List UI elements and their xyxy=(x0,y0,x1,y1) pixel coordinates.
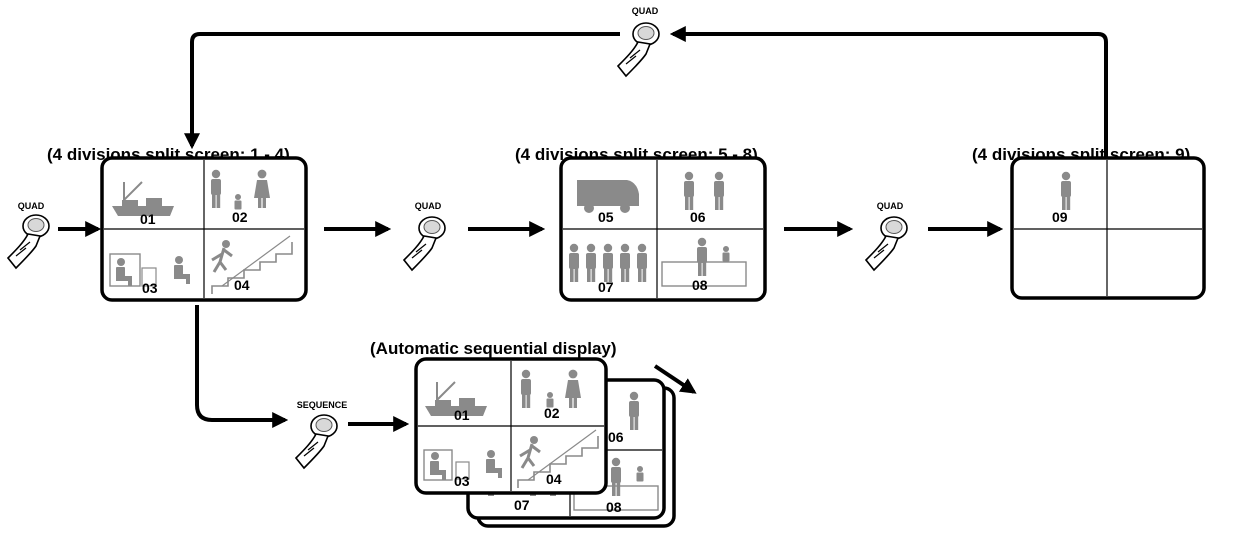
channel-06: 06 xyxy=(690,209,706,225)
screen-c: 09 xyxy=(1010,156,1206,300)
hand-press-icon xyxy=(295,414,338,469)
channel-01: 01 xyxy=(140,211,156,227)
quad-button-label: QUAD xyxy=(415,201,442,211)
running-person-icon xyxy=(211,247,233,273)
child-icon xyxy=(636,466,644,482)
hand-press-icon xyxy=(617,22,660,77)
channel-08: 08 xyxy=(606,499,622,515)
quad-button-mid1[interactable]: QUAD xyxy=(403,201,446,271)
channel-02: 02 xyxy=(232,209,248,225)
hand-press-icon xyxy=(865,216,908,271)
sequence-button-label: SEQUENCE xyxy=(297,400,348,410)
channel-07: 07 xyxy=(514,497,530,513)
channel-04: 04 xyxy=(546,471,562,487)
quad-button-label: QUAD xyxy=(877,201,904,211)
quad-button-top[interactable]: QUAD xyxy=(617,6,660,77)
caption-sequence: (Automatic sequential display) xyxy=(370,339,617,358)
hand-press-icon xyxy=(403,216,446,271)
channel-04: 04 xyxy=(234,277,250,293)
channel-05: 05 xyxy=(598,209,614,225)
quad-button-label: QUAD xyxy=(18,201,45,211)
channel-07: 07 xyxy=(598,279,614,295)
quad-button-left[interactable]: QUAD xyxy=(7,201,50,269)
channel-03: 03 xyxy=(142,280,158,296)
quad-button-mid2[interactable]: QUAD xyxy=(865,201,908,271)
running-person-icon xyxy=(519,443,541,469)
channel-08: 08 xyxy=(692,277,708,293)
channel-09: 09 xyxy=(1052,209,1068,225)
channel-06: 06 xyxy=(608,429,624,445)
channel-01: 01 xyxy=(454,407,470,423)
screen-a: 01 02 03 04 xyxy=(100,156,308,302)
flow-arrows xyxy=(58,26,1108,432)
sequence-stack: 06 08 07 01 02 03 04 xyxy=(414,357,676,528)
quad-button-label: QUAD xyxy=(632,6,659,16)
channel-03: 03 xyxy=(454,473,470,489)
screen-b: 05 06 07 08 xyxy=(559,156,767,302)
hand-press-icon xyxy=(7,214,50,269)
child-icon xyxy=(722,246,730,262)
channel-02: 02 xyxy=(544,405,560,421)
sequence-button[interactable]: SEQUENCE xyxy=(295,400,348,469)
child-icon xyxy=(234,194,242,210)
